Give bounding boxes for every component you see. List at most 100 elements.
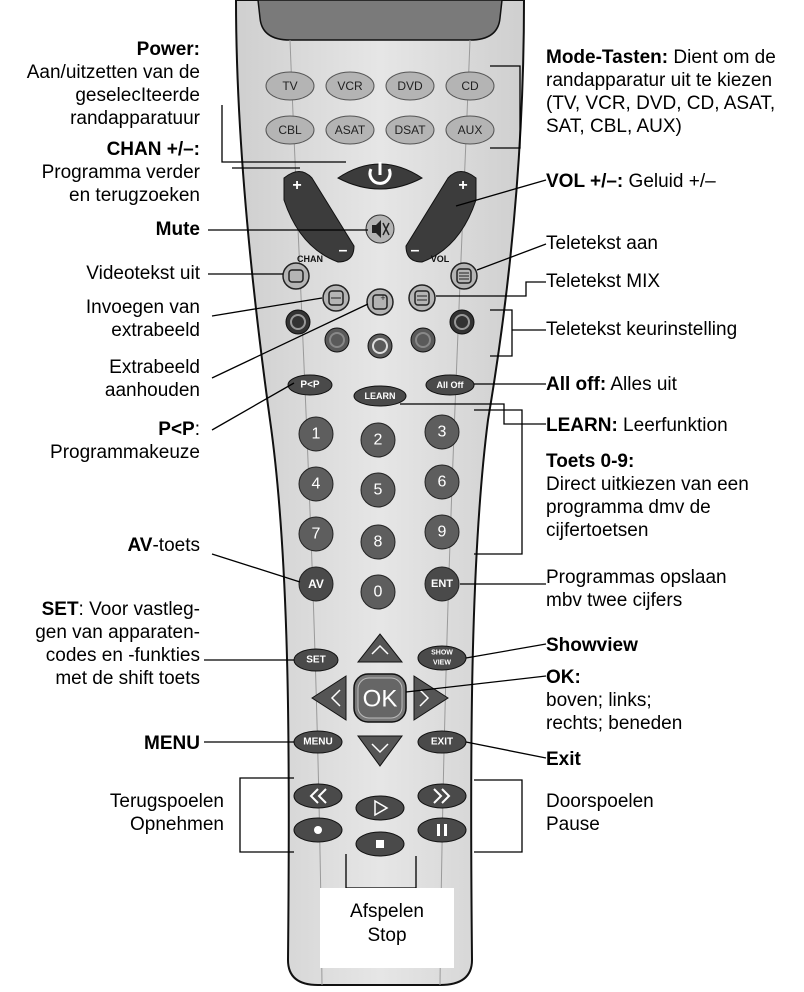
pp-title: P<P <box>158 419 195 440</box>
afspelen-1: Afspelen <box>350 901 424 922</box>
alloff-label: All Off <box>437 380 465 390</box>
color-key-blue[interactable] <box>410 327 436 353</box>
alloff-desc-label: All off: Alles uit <box>546 373 677 396</box>
digit-key-9[interactable] <box>424 514 460 550</box>
chan-minus-label: – <box>339 242 348 259</box>
digit-keys: 1 2 3 4 5 6 7 8 9 0 <box>298 414 460 610</box>
mode-key-asat[interactable] <box>325 115 375 145</box>
invoegen-1: Invoegen van <box>85 297 200 318</box>
mode-desc-label: Mode-Tasten: Dient om de randapparatur u… <box>546 46 776 138</box>
fastforward-icon <box>433 788 451 804</box>
set-desc-label: SET: Voor vastleg- gen van apparaten- co… <box>35 598 200 690</box>
toets-title: Toets 0-9: <box>546 451 635 472</box>
exit-desc-label: Exit <box>546 748 581 771</box>
tt-keur-label: Teletekst keurinstelling <box>546 319 738 340</box>
rewind-button[interactable] <box>293 783 343 809</box>
mute-title: Mute <box>155 219 200 240</box>
set-desc-4: met de shift toets <box>55 668 200 689</box>
chan-desc-2: en terugzoeken <box>69 185 200 206</box>
pp-button[interactable]: P<P <box>287 374 333 396</box>
digit-key-4[interactable] <box>298 466 334 502</box>
power-button[interactable] <box>337 162 423 190</box>
color-key-teletekst-keur[interactable] <box>449 309 475 335</box>
learn-label: LEARN <box>365 391 396 401</box>
exit-label: EXIT <box>431 737 453 748</box>
power-desc-1: Aan/uitzetten van de <box>26 62 200 83</box>
mute-icon <box>372 220 390 238</box>
ent-button[interactable]: ENT <box>424 566 460 602</box>
dpad-right-button[interactable] <box>413 675 449 721</box>
exit-button[interactable]: EXIT <box>417 730 467 754</box>
mode-key-dsat[interactable] <box>385 115 435 145</box>
mode-key-aux[interactable] <box>445 115 495 145</box>
pause-button[interactable] <box>417 817 467 843</box>
arrow-left-icon <box>330 689 341 707</box>
showview-button[interactable]: SHOW VIEW <box>417 645 467 671</box>
digit-key-2[interactable] <box>360 422 396 458</box>
pip-insert-icon <box>328 290 344 306</box>
terug-1: Terugspoelen <box>109 791 224 812</box>
pp-desc: Programmakeuze <box>50 442 200 463</box>
vol-title: VOL +/–: <box>546 171 624 192</box>
dpad-left-button[interactable] <box>311 675 347 721</box>
digit-key-8[interactable] <box>360 524 396 560</box>
mode-key-cd[interactable] <box>445 71 495 101</box>
digit-key-1[interactable] <box>298 416 334 452</box>
av-button[interactable]: AV <box>298 566 334 602</box>
digit-key-6[interactable] <box>424 464 460 500</box>
mode-key-aux-label: AUX <box>458 123 483 137</box>
door-1: Doorspoelen <box>546 791 654 812</box>
set-title: SET <box>41 599 79 620</box>
videotekst-uit-button[interactable] <box>282 262 310 290</box>
digit-key-0[interactable] <box>360 574 396 610</box>
door-2: Pause <box>546 814 600 835</box>
record-button[interactable] <box>293 817 343 843</box>
mode-key-tv[interactable] <box>265 71 315 101</box>
mode-key-dvd[interactable] <box>385 71 435 101</box>
color-key-yellow[interactable] <box>367 333 393 359</box>
invoegen-extrabeeld-button[interactable] <box>322 284 350 312</box>
dpad-up-button[interactable] <box>356 633 404 663</box>
set-button[interactable]: SET <box>293 648 339 672</box>
svg-text:+: + <box>380 293 385 303</box>
av-rest: -toets <box>152 535 200 556</box>
teletekst-mix-button[interactable] <box>408 284 436 312</box>
menu-title: MENU <box>144 733 200 754</box>
vol-rocker[interactable]: + – <box>405 171 477 263</box>
ok-button[interactable]: OK <box>353 673 407 723</box>
record-icon <box>314 826 322 834</box>
tt-aan-label: Teletekst aan <box>546 233 658 254</box>
teletekst-aan-button[interactable] <box>450 262 478 290</box>
stop-button[interactable] <box>355 831 405 857</box>
learn-button[interactable]: LEARN <box>353 385 407 407</box>
alloff-button[interactable]: All Off <box>425 374 475 396</box>
alloff-title: All off: <box>546 374 607 395</box>
digit-5-label: 5 <box>374 482 383 499</box>
showview-label-1: SHOW <box>431 650 453 657</box>
menu-button[interactable]: MENU <box>293 730 343 754</box>
prog-desc-label: Programmas opslaan mbv twee cijfers <box>546 566 727 612</box>
color-key-red[interactable] <box>285 309 311 335</box>
color-key-green[interactable] <box>324 327 350 353</box>
exit-title: Exit <box>546 749 581 770</box>
tt-mix-label: Teletekst MIX <box>546 271 661 292</box>
fastforward-button[interactable] <box>417 783 467 809</box>
mode-key-cbl-label: CBL <box>278 123 302 137</box>
digit-key-5[interactable] <box>360 472 396 508</box>
mode-key-vcr[interactable] <box>325 71 375 101</box>
chan-label: CHAN <box>297 254 323 264</box>
dpad <box>311 633 449 767</box>
mode-key-cbl[interactable] <box>265 115 315 145</box>
terug-label: Terugspoelen Opnehmen <box>110 790 224 836</box>
vol-plus-label: + <box>458 177 467 194</box>
pause-icon <box>437 824 447 836</box>
afspelen-2: Stop <box>367 925 407 946</box>
learn-title: LEARN: <box>546 415 618 436</box>
ok-title: OK: <box>546 667 581 688</box>
extrabeeld-aanhouden-button[interactable]: + <box>366 288 394 316</box>
door-label: Doorspoelen Pause <box>546 790 654 836</box>
digit-key-3[interactable] <box>424 414 460 450</box>
play-button[interactable] <box>355 795 405 821</box>
digit-key-7[interactable] <box>298 516 334 552</box>
mute-button[interactable] <box>365 214 395 244</box>
